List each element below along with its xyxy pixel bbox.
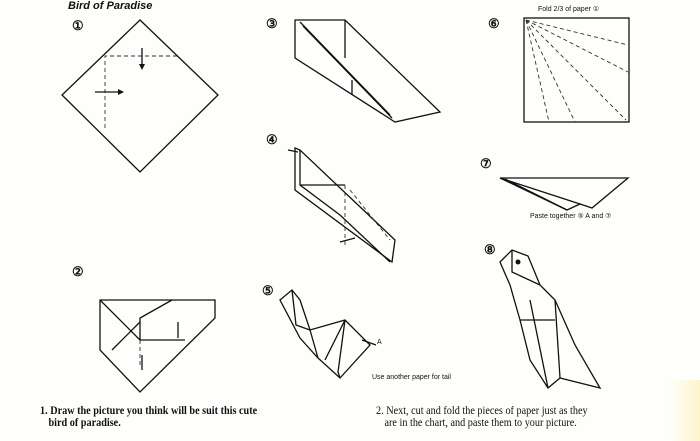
step-number-2: ② <box>72 264 84 279</box>
step-5-bird <box>279 289 377 379</box>
instruction-1-line-1: 1. Draw the picture you think will be su… <box>40 403 258 417</box>
paper-stain <box>670 380 700 441</box>
tail-annotation: Use another paper for tail <box>372 374 451 381</box>
step-4-diagram <box>287 147 396 264</box>
fold-annotation: Fold 2/3 of paper ① <box>538 6 600 13</box>
step-number-6: ⑥ <box>488 16 500 31</box>
step-number-5: ⑤ <box>262 283 274 298</box>
instruction-2-line-1: 2. Next, cut and fold the pieces of pape… <box>376 403 588 417</box>
step-6-diagram <box>523 17 630 123</box>
step-1-diagram <box>61 19 219 173</box>
step-number-3: ③ <box>266 16 278 31</box>
step-number-7: ⑦ <box>480 156 492 171</box>
step-number-8: ⑧ <box>484 242 496 257</box>
point-a-label: A <box>377 339 382 346</box>
page-title: Bird of Paradise <box>68 0 153 12</box>
step-7-diagram <box>499 177 630 211</box>
step-2-diagram <box>99 299 216 393</box>
step-3-diagram <box>294 19 442 123</box>
step-number-4: ④ <box>266 132 278 147</box>
instruction-2: 2. Next, cut and fold the pieces of pape… <box>376 404 588 428</box>
instruction-2-line-2: are in the chart, and paste them to your… <box>384 415 577 429</box>
step-number-1: ① <box>72 18 84 33</box>
paste-annotation: Paste together ⑤ A and ⑦ <box>530 213 612 220</box>
step-8-bird <box>499 249 602 390</box>
instruction-1: 1. Draw the picture you think will be su… <box>40 404 257 428</box>
instruction-1-line-2: bird of paradise. <box>48 415 121 429</box>
